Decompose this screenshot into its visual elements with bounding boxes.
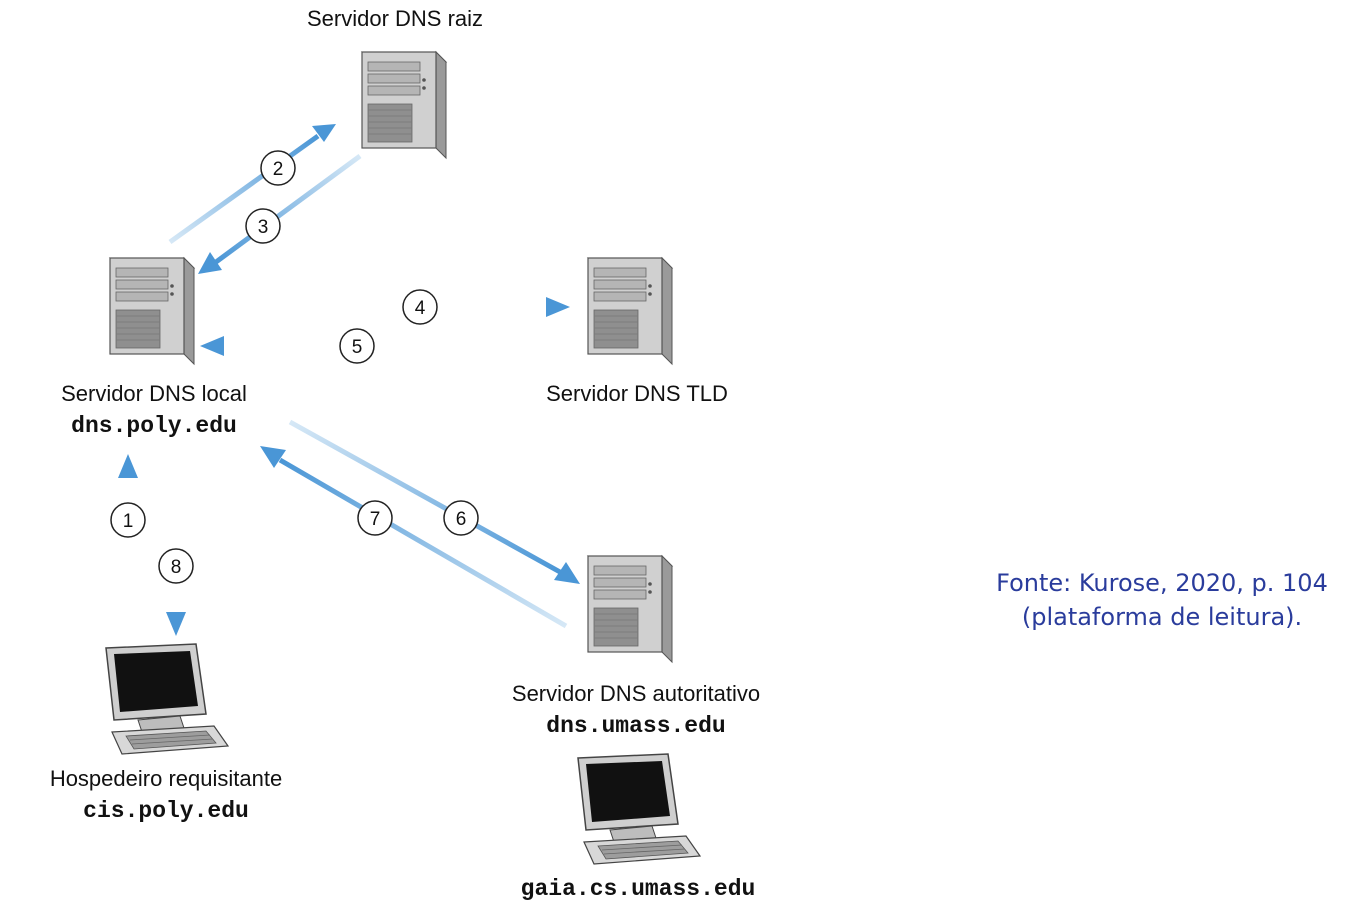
authoritative-server-hostname: dns.umass.edu: [546, 713, 726, 739]
arrow-step-2: [168, 124, 336, 245]
arrow-step-4: [198, 297, 570, 317]
svg-text:7: 7: [370, 509, 381, 530]
server-icon: [109, 257, 195, 365]
target-host-hostname: gaia.cs.umass.edu: [520, 876, 756, 902]
source-citation-line-1: Fonte: Kurose, 2020, p. 104: [996, 569, 1328, 597]
source-citation-line-2: (plataforma de leitura).: [1021, 603, 1303, 631]
server-icon: [361, 51, 447, 159]
svg-text:8: 8: [171, 557, 182, 578]
svg-text:5: 5: [352, 337, 363, 358]
tld-server-label: Servidor DNS TLD: [546, 381, 728, 406]
svg-text:1: 1: [123, 511, 134, 532]
root-server-label: Servidor DNS raiz: [306, 6, 484, 31]
local-server-label: Servidor DNS local: [61, 381, 247, 406]
arrow-step-3: [198, 153, 362, 274]
arrow-step-8: [166, 458, 186, 636]
authoritative-server-label: Servidor DNS autoritativo: [511, 681, 761, 706]
step-marker-3: 3: [245, 208, 281, 244]
step-marker-2: 2: [260, 150, 296, 186]
arrow-step-5: [200, 336, 568, 356]
requesting-host-label: Hospedeiro requisitante: [49, 766, 283, 791]
step-marker-5: 5: [339, 328, 375, 364]
svg-text:6: 6: [456, 509, 467, 530]
step-marker-8: 8: [158, 548, 194, 584]
local-server-hostname: dns.poly.edu: [71, 413, 237, 439]
source-citation: Fonte: Kurose, 2020, p. 104 (plataforma …: [996, 566, 1328, 634]
step-marker-1: 1: [110, 502, 146, 538]
server-icon: [587, 555, 673, 663]
svg-text:2: 2: [273, 159, 284, 180]
step-marker-4: 4: [402, 289, 438, 325]
svg-text:4: 4: [415, 298, 426, 319]
arrow-step-6: [288, 419, 580, 584]
arrow-step-1: [118, 454, 138, 636]
svg-text:3: 3: [258, 217, 269, 238]
requesting-host-hostname: cis.poly.edu: [83, 798, 249, 824]
step-marker-6: 6: [443, 500, 479, 536]
server-icon: [587, 257, 673, 365]
arrow-step-7: [260, 446, 568, 629]
computer-icon: [105, 643, 229, 755]
computer-icon: [577, 753, 701, 865]
step-marker-7: 7: [357, 500, 393, 536]
